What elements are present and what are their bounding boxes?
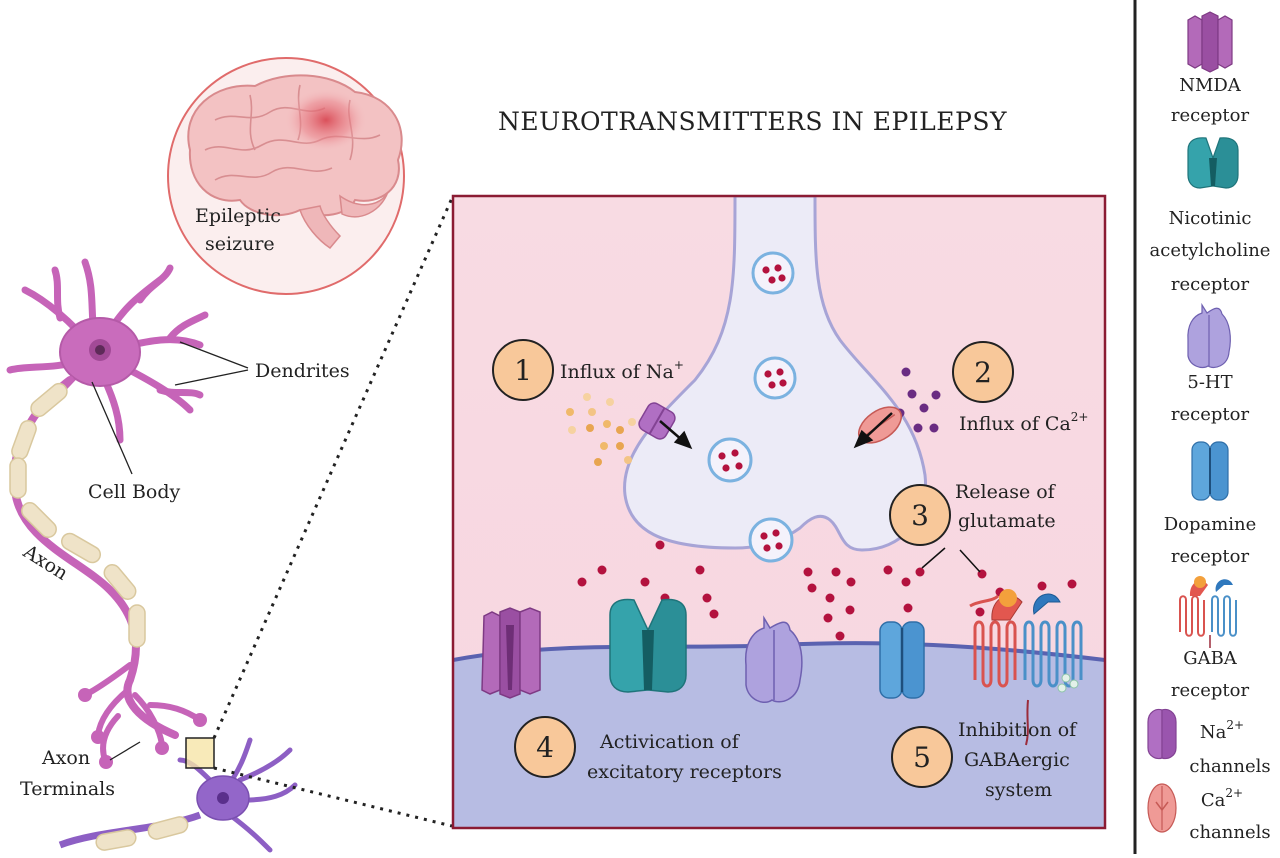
svg-text:Influx of Ca2+: Influx of Ca2+ [959,410,1089,435]
synapse-panel: 1 Influx of Na+ 2 Influx of Ca2+ 3 Relea… [451,194,1107,830]
svg-text:receptor: receptor [1171,546,1250,567]
legend: NMDA receptor Nicotinic acetylcholine re… [1147,11,1271,843]
legend-nmda-icon [1187,11,1233,73]
step-2-sup: 2+ [1071,410,1089,424]
calcium-ions [895,367,941,433]
sodium-ions [566,393,636,466]
glutamate-particles [577,540,1077,641]
neuron-upper [6,258,209,769]
5ht-receptor-membrane [744,615,803,704]
svg-text:5: 5 [913,741,931,774]
legend-nicotinic-icon [1187,137,1239,189]
svg-text:GABA: GABA [1183,648,1238,669]
svg-text:channels: channels [1189,756,1270,777]
step-3-label-line2: glutamate [958,510,1056,532]
svg-text:receptor: receptor [1171,680,1250,701]
svg-text:4: 4 [536,731,554,764]
diagram-title: NEUROTRANSMITTERS IN EPILEPSY [498,107,1007,136]
step-4-label-line2: excitatory receptors [587,761,782,783]
svg-text:channels: channels [1189,822,1270,843]
svg-text:2: 2 [974,356,992,389]
svg-text:Ca2+: Ca2+ [1201,786,1243,811]
svg-text:NMDA: NMDA [1179,75,1242,96]
neuron-lower [58,737,298,853]
brain-label-line1: Epileptic [195,205,281,227]
step-3: 3 Release of glutamate [889,481,1057,573]
legend-gaba-icon [1179,576,1237,648]
zoom-lines [212,197,454,828]
step-3-label-line1: Release of [955,481,1057,503]
svg-text:Dopamine: Dopamine [1164,514,1257,535]
svg-text:3: 3 [911,499,929,532]
step-5: 5 Inhibition of GABAergic system [891,719,1078,801]
svg-text:Nicotinic: Nicotinic [1169,208,1252,229]
step-1-sup: + [674,358,684,372]
terminal-zoom-square [185,737,215,769]
svg-text:Na2+: Na2+ [1200,718,1244,743]
step-5-label-line3: system [985,779,1052,801]
legend-5ht-icon [1187,302,1231,369]
label-axon-terminals-line2: Terminals [20,778,115,800]
step-2: 2 Influx of Ca2+ [952,341,1089,435]
step-1: 1 Influx of Na+ [492,339,684,401]
svg-text:acetylcholine: acetylcholine [1150,240,1271,261]
svg-text:receptor: receptor [1171,274,1250,295]
legend-dopamine-icon [1191,441,1229,501]
step-5-label-line1: Inhibition of [958,719,1078,741]
svg-text:receptor: receptor [1171,404,1250,425]
step-4: 4 Activication of excitatory receptors [514,716,782,783]
svg-text:1: 1 [514,354,532,387]
step-5-label-line2: GABAergic [964,749,1070,771]
synaptic-vesicles [707,251,797,563]
svg-text:receptor: receptor [1171,105,1250,126]
step-4-label-line1: Activication of [599,731,741,753]
nicotinic-receptor-membrane [609,598,687,693]
label-cell-body: Cell Body [88,481,181,503]
brain-icon: Epileptic seizure [167,57,405,295]
svg-text:Influx of Na+: Influx of Na+ [560,358,684,383]
svg-text:5-HT: 5-HT [1187,372,1232,393]
nmda-receptor-membrane [481,607,541,699]
label-axon-terminals-line1: Axon [41,747,90,769]
myelin-sheath [9,382,146,648]
gaba-receptor-membrane [969,589,1083,746]
step-2-label: Influx of Ca [959,413,1071,435]
legend-na-channel-icon [1147,708,1177,760]
step-1-label: Influx of Na [560,361,674,383]
label-dendrites: Dendrites [255,360,350,382]
dopamine-receptor-membrane [879,621,925,699]
brain-label-line2: seizure [205,233,275,255]
legend-ca-channel-icon [1147,783,1177,833]
